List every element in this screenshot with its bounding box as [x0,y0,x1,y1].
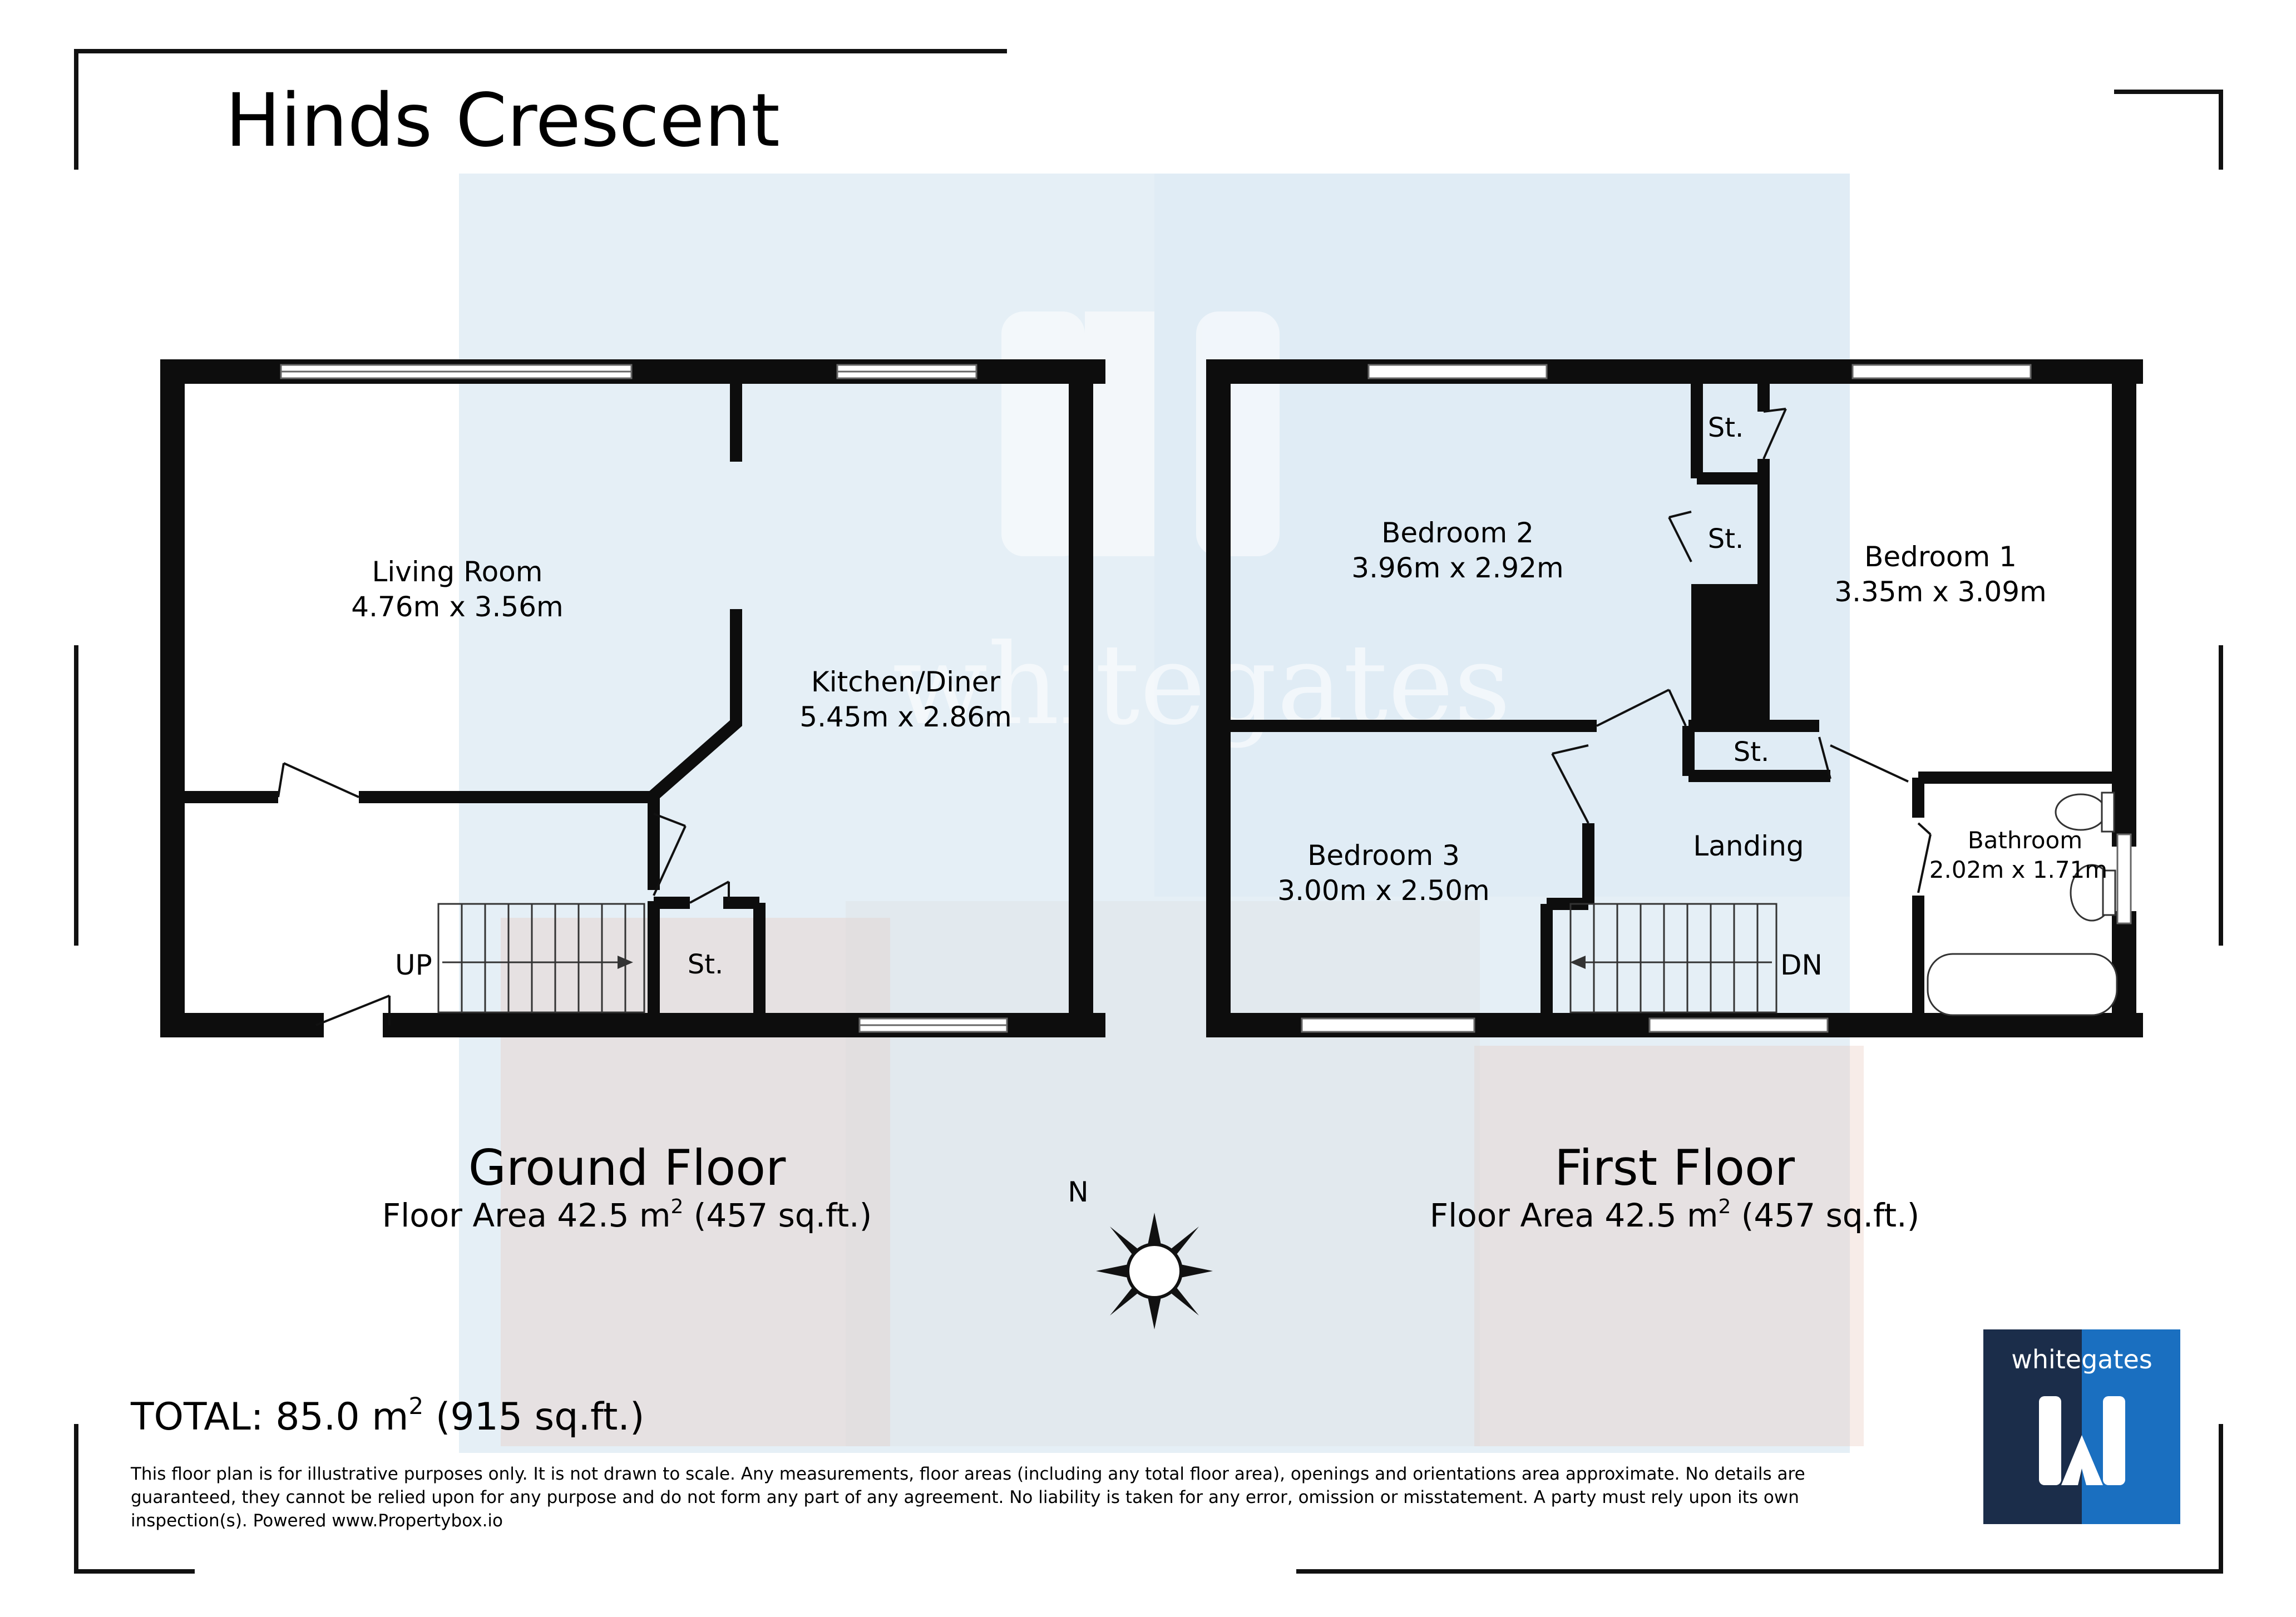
ground-stairs-label: UP [395,949,432,981]
store-1-label: St. [1708,412,1744,443]
first-doors [1551,408,1932,893]
first-windows [1301,364,2132,1033]
watermark-building-left [501,918,890,1446]
whitegates-logo: whitegates [1983,1329,2180,1524]
living-room-dims: 4.76m x 3.56m [351,591,563,623]
disclaimer-line-3: inspection(s). Powered www.Propertybox.i… [131,1511,503,1531]
ground-stairs-arrow [618,956,633,969]
first-floor-plan: Bedroom 2 3.96m x 2.92m Bedroom 1 3.35m … [1206,359,2143,1037]
kitchen-diner-dims: 5.45m x 2.86m [799,701,1011,733]
ground-store-label: St. [688,949,724,980]
disclaimer-line-2: guaranteed, they cannot be relied upon f… [131,1487,1799,1507]
logo-panel-blue [2082,1329,2180,1524]
first-stairs-arrow [1570,956,1586,969]
ground-doors [277,762,730,1026]
first-interior-walls [1230,384,2117,1018]
compass-rose-icon [1096,1213,1213,1329]
bathroom-dims: 2.02m x 1.71m [1929,856,2107,883]
ground-floor-title: Ground Floor [468,1139,786,1196]
bathroom-fixtures [1927,792,2118,1016]
bedroom-3-dims: 3.00m x 2.50m [1277,874,1489,907]
ground-stairs [437,903,645,1013]
logo-text: whitegates [2011,1344,2152,1374]
watermark-w-icon [1001,311,1280,556]
bedroom-1-name: Bedroom 1 [1864,541,2017,573]
bedroom-2-name: Bedroom 2 [1381,517,1534,549]
store-3-label: St. [1734,736,1770,768]
watermark-building-right [1474,1046,1864,1446]
bath-icon [1927,953,2118,1016]
first-stairs [1569,903,1777,1013]
bedroom-1-dims: 3.35m x 3.09m [1834,576,2046,608]
page-title: Hinds Crescent [225,78,780,164]
disclaimer-line-1: This floor plan is for illustrative purp… [130,1464,1805,1484]
bedroom-3-name: Bedroom 3 [1307,839,1460,872]
living-room-name: Living Room [372,556,543,588]
ground-floor-area: Floor Area 42.5 m2 (457 sq.ft.) [382,1195,872,1234]
kitchen-diner-name: Kitchen/Diner [811,666,1001,698]
compass: N [1068,1176,1213,1329]
total-area: TOTAL: 85.0 m2 (915 sq.ft.) [130,1392,645,1439]
first-stairs-label: DN [1780,949,1823,981]
ground-floor-plan: Living Room 4.76m x 3.56m Kitchen/Diner … [160,359,1105,1037]
ground-interior-walls [184,384,766,1018]
first-floor-title: First Floor [1554,1139,1795,1196]
basin-icon [2055,793,2107,831]
bathroom-name: Bathroom [1968,827,2082,854]
first-chimney-block [1691,584,1764,726]
whitegates-w-icon [2039,1396,2125,1485]
watermark-building-centre [846,901,1480,1446]
compass-north-label: N [1068,1176,1088,1208]
page-frame [74,49,2223,1574]
landing-name: Landing [1693,830,1804,862]
ground-windows [280,364,1008,1033]
bedroom-2-dims: 3.96m x 2.92m [1351,552,1563,584]
store-2-label: St. [1708,523,1744,555]
first-floor-area: Floor Area 42.5 m2 (457 sq.ft.) [1430,1195,1920,1234]
